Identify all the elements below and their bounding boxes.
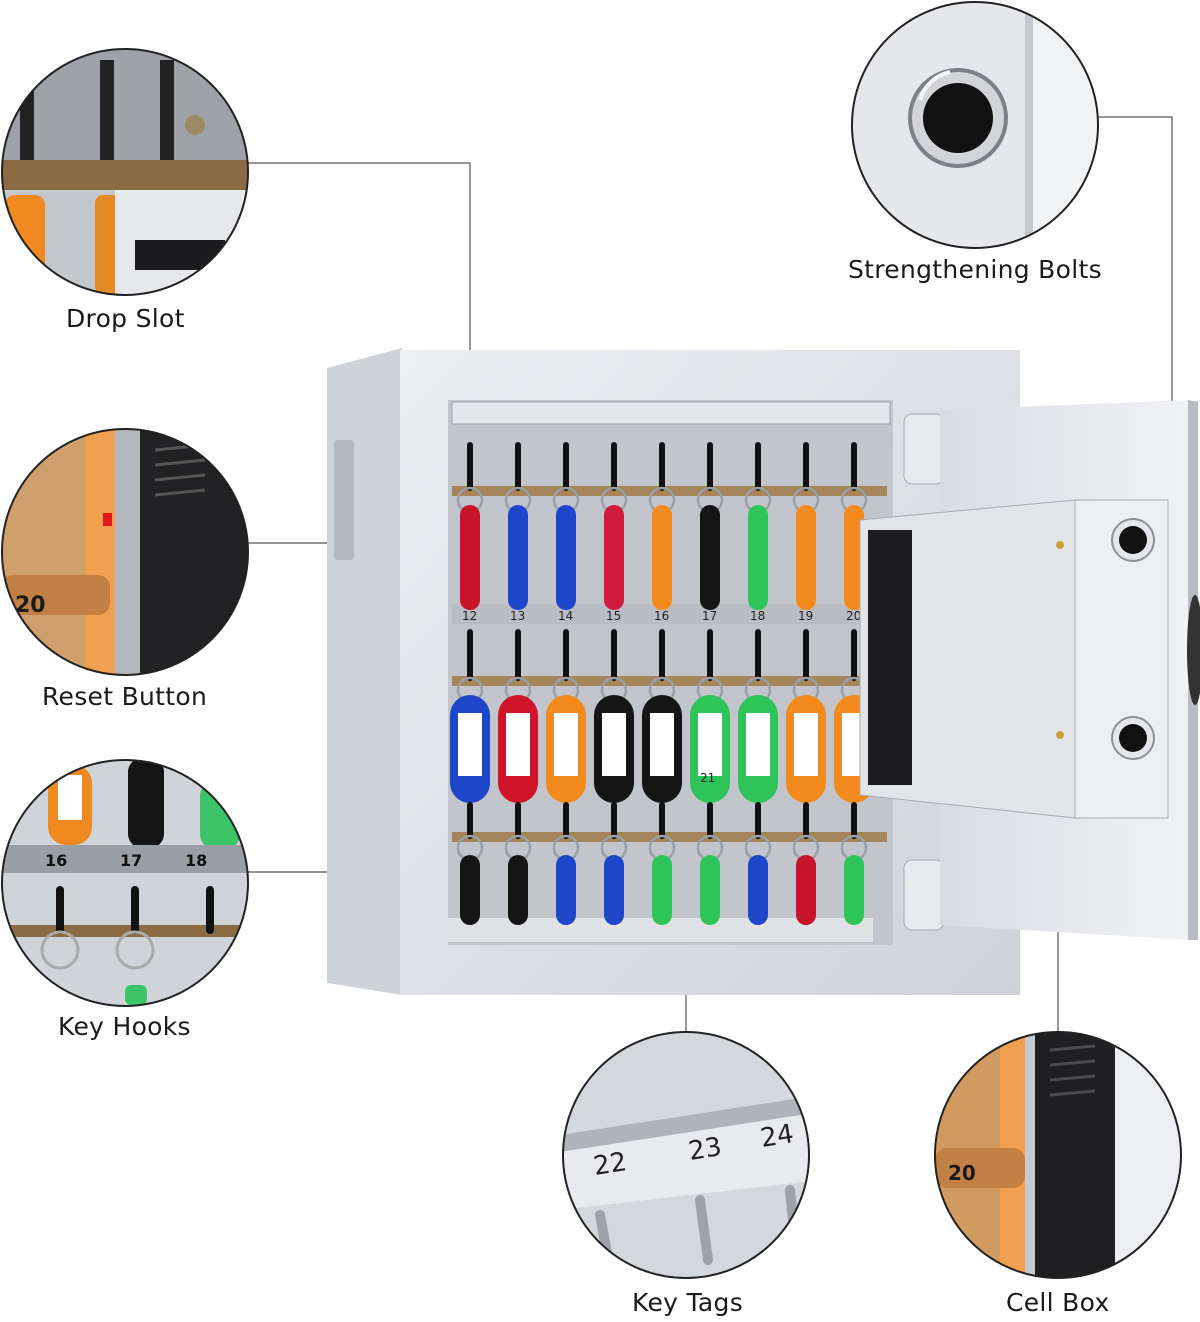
hook-number: 19 bbox=[798, 609, 813, 623]
zoom-hook-number: 17 bbox=[120, 851, 142, 870]
key-tag bbox=[460, 855, 480, 925]
zoom-strengthening-bolts bbox=[851, 1, 1099, 249]
key-tag bbox=[652, 855, 672, 925]
hook-number: 17 bbox=[702, 609, 717, 623]
key-tag-label-window bbox=[746, 713, 770, 776]
key-tag-label-window bbox=[554, 713, 578, 776]
zoom-key-tags: 22 23 24 bbox=[562, 1031, 810, 1279]
label-cell-box: Cell Box bbox=[1006, 1288, 1110, 1317]
key-tag bbox=[652, 505, 672, 610]
hook-number: 15 bbox=[606, 609, 621, 623]
key-tag bbox=[508, 855, 528, 925]
zoom-cellbox-number: 20 bbox=[948, 1161, 976, 1185]
hook-number: 14 bbox=[558, 609, 573, 623]
hinges bbox=[903, 413, 945, 931]
key-tag bbox=[556, 855, 576, 925]
key-tag bbox=[796, 505, 816, 610]
key-tag bbox=[796, 855, 816, 925]
key-tag bbox=[844, 505, 864, 610]
label-strengthening-bolts: Strengthening Bolts bbox=[848, 255, 1102, 284]
hook-number: 13 bbox=[510, 609, 525, 623]
zoom-drop-slot bbox=[1, 48, 249, 296]
zoom-tag-number: 23 bbox=[686, 1132, 723, 1167]
key-tag bbox=[700, 855, 720, 925]
cabinet-door bbox=[859, 400, 1200, 940]
zoom-tag-number: 22 bbox=[591, 1147, 628, 1182]
zoom-hook-number: 16 bbox=[45, 851, 67, 870]
key-tag-label-window bbox=[650, 713, 674, 776]
label-key-tags: Key Tags bbox=[632, 1288, 744, 1317]
key-tag bbox=[556, 505, 576, 610]
zoom-tag-number: 24 bbox=[758, 1119, 795, 1154]
zoom-key-hooks: 16 17 18 bbox=[1, 759, 249, 1007]
hook-number: 12 bbox=[462, 609, 477, 623]
key-tag-label-window bbox=[506, 713, 530, 776]
hook-number: 18 bbox=[750, 609, 765, 623]
key-tag bbox=[700, 505, 720, 610]
hook-number-21: 21 bbox=[700, 771, 715, 785]
zoom-reset-number: 20 bbox=[15, 593, 46, 618]
label-drop-slot: Drop Slot bbox=[66, 304, 185, 333]
key-tag bbox=[460, 505, 480, 610]
label-key-hooks: Key Hooks bbox=[58, 1012, 191, 1041]
key-tag bbox=[748, 855, 768, 925]
zoom-cell-box: 20 bbox=[934, 1031, 1182, 1279]
zoom-hook-number: 18 bbox=[185, 851, 207, 870]
key-tag bbox=[844, 855, 864, 925]
key-tag bbox=[604, 505, 624, 610]
key-tag bbox=[604, 855, 624, 925]
zoom-reset-button: 20 bbox=[1, 428, 249, 676]
key-tag-label-window bbox=[698, 713, 722, 776]
label-reset-button: Reset Button bbox=[42, 682, 208, 711]
hook-number: 16 bbox=[654, 609, 669, 623]
key-tag-label-window bbox=[794, 713, 818, 776]
hook-number: 20 bbox=[846, 609, 861, 623]
key-tag bbox=[508, 505, 528, 610]
key-tag-label-window bbox=[602, 713, 626, 776]
hook-number-strip: 12 13 14 15 16 17 18 19 20 bbox=[462, 609, 861, 623]
key-tag-label-window bbox=[458, 713, 482, 776]
key-tag bbox=[748, 505, 768, 610]
